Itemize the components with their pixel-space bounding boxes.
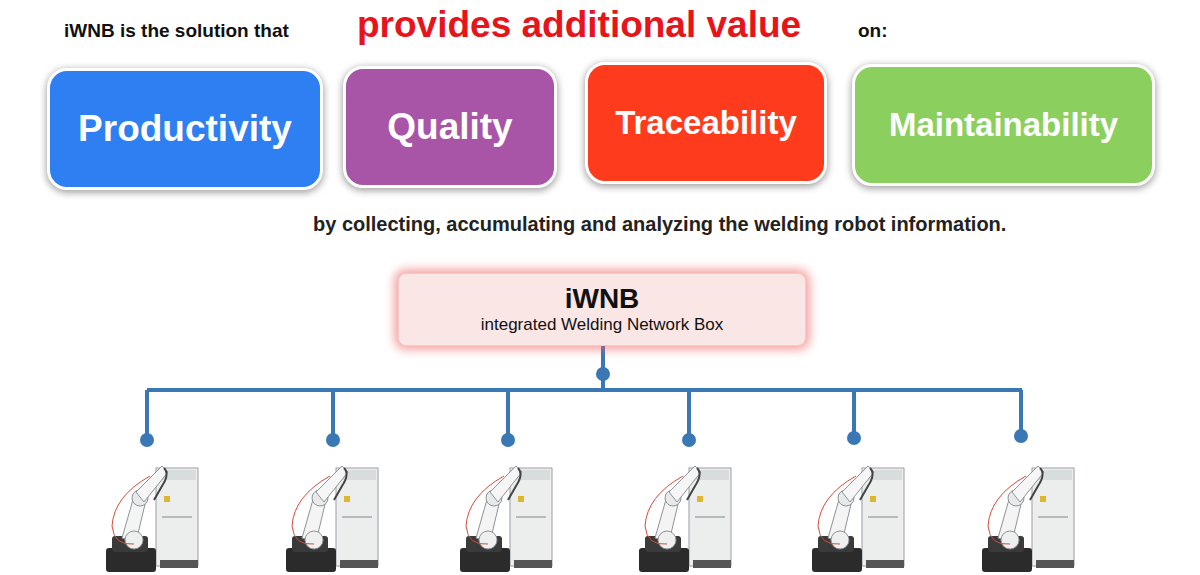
box-subtitle: integrated Welding Network Box xyxy=(481,315,724,335)
box-title: Maintainability xyxy=(889,107,1118,143)
description-text: by collecting, accumulating and analyzin… xyxy=(313,213,1006,236)
box-title: Quality xyxy=(387,107,512,148)
heading-text: iWNB is the solution that xyxy=(64,20,289,42)
value-box: Productivity xyxy=(47,68,323,190)
value-box: Traceability xyxy=(585,62,827,184)
iwnb-box: iWNBintegrated Welding Network Box xyxy=(398,273,806,346)
box-title: iWNB xyxy=(565,284,640,315)
value-box: Quality xyxy=(343,66,557,188)
heading-text: on: xyxy=(858,20,888,42)
box-title: Traceability xyxy=(615,105,797,141)
heading-emphasis: provides additional value xyxy=(357,4,801,46)
box-title: Productivity xyxy=(78,109,292,150)
value-box: Maintainability xyxy=(852,64,1155,186)
